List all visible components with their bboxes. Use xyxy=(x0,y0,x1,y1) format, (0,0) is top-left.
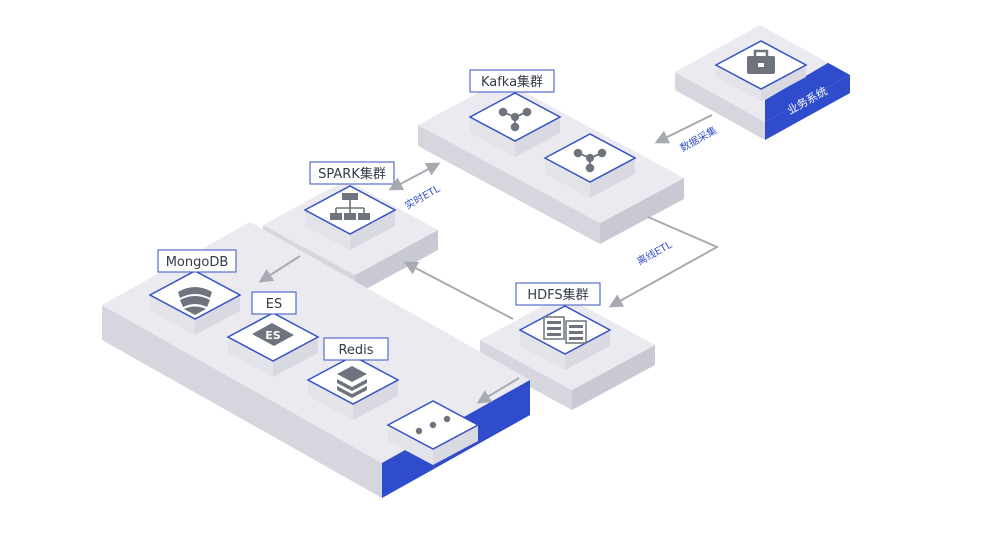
realtime-etl-label: 实时ETL xyxy=(403,182,443,212)
hdfs-cluster-label: HDFS集群 xyxy=(527,287,588,303)
more-tile xyxy=(386,400,480,465)
redis-tile xyxy=(306,355,400,420)
briefcase-icon xyxy=(747,49,775,74)
spark-to-app-arrow xyxy=(258,255,301,283)
more-dots-icon xyxy=(415,415,451,435)
mongodb-icon xyxy=(178,287,212,315)
spark-tile xyxy=(303,185,397,250)
mongodb-label-box: MongoDB xyxy=(157,249,237,273)
realtime-etl-arrow xyxy=(388,162,441,191)
hdfs-to-spark-arrow xyxy=(403,261,514,320)
kafka-cluster-label: Kafka集群 xyxy=(481,74,543,90)
kafka-icon xyxy=(498,107,532,132)
redis-icon xyxy=(337,366,367,398)
offline-etl-arrow xyxy=(608,216,720,308)
offline-etl-label: 离线ETL xyxy=(635,238,675,268)
mongodb-tile xyxy=(148,270,242,335)
spark-workflow-icon xyxy=(330,193,370,220)
kafka-icon xyxy=(573,148,607,173)
es-label-box: ES xyxy=(251,291,297,315)
spark-label-box: SPARK集群 xyxy=(309,161,395,185)
data-collection-arrow xyxy=(654,114,713,144)
hdfs-tile xyxy=(518,305,612,370)
redis-label-box: Redis xyxy=(323,337,389,361)
redis-label: Redis xyxy=(338,343,373,358)
hdfs-label-box: HDFS集群 xyxy=(515,282,601,306)
elasticsearch-icon: ES xyxy=(252,323,294,346)
kafka-label-box: Kafka集群 xyxy=(469,69,555,93)
kafka-tile-1 xyxy=(468,92,562,157)
es-label: ES xyxy=(266,297,282,312)
hdfs-icon xyxy=(543,316,587,344)
svg-text:ES: ES xyxy=(265,329,281,342)
es-tile: ES xyxy=(226,312,320,377)
kafka-tile-2 xyxy=(543,133,637,198)
business-band: 业务系统 xyxy=(765,50,850,140)
mongodb-label: MongoDB xyxy=(166,255,229,270)
spark-cluster-label: SPARK集群 xyxy=(318,166,386,182)
business-tile xyxy=(714,40,808,101)
hdfs-to-app-arrow xyxy=(476,377,520,404)
